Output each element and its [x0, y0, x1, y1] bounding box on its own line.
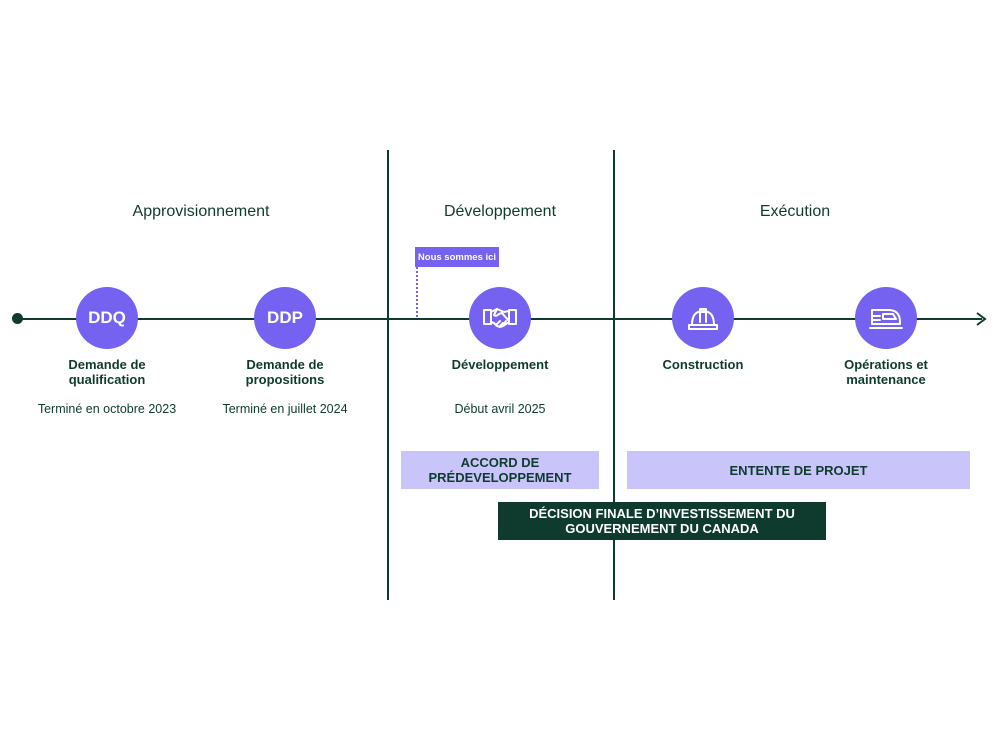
step-node-ddp: DDP — [254, 287, 316, 349]
step-node-construction — [672, 287, 734, 349]
phase-title-development: Développement — [443, 203, 557, 220]
band-text-line: GOUVERNEMENT DU CANADA — [565, 521, 759, 536]
step-node-operations — [855, 287, 917, 349]
band-text-line: DÉCISION FINALE D’INVESTISSEMENT DU — [529, 506, 795, 521]
train-icon — [869, 309, 903, 329]
step-title-line: Demande de — [246, 357, 324, 372]
step-title-qualification: Demande de qualification — [27, 357, 187, 387]
phase-title-execution: Exécution — [759, 203, 831, 220]
timeline-start-dot — [12, 313, 23, 324]
step-date-development: Début avril 2025 — [454, 402, 546, 416]
step-title-line: propositions — [245, 372, 325, 387]
step-title-construction: Construction — [623, 357, 783, 372]
band-text-line: PRÉDEVELOPPEMENT — [428, 470, 572, 485]
step-title-propositions: Demande de propositions — [205, 357, 365, 387]
step-title-line: Opérations et — [844, 357, 928, 372]
step-node-ddq: DDQ — [76, 287, 138, 349]
step-date-propositions: Terminé en juillet 2024 — [222, 402, 348, 416]
step-abbr: DDP — [267, 308, 303, 327]
phase-title-procurement: Approvisionnement — [132, 203, 270, 220]
phase-divider-1 — [387, 150, 389, 600]
step-date-qualification: Terminé en octobre 2023 — [37, 402, 177, 416]
step-title-line: qualification — [68, 372, 146, 387]
step-title-development: Développement — [420, 357, 580, 372]
arrow-right-icon — [976, 312, 987, 326]
step-title-line: Demande de — [68, 357, 146, 372]
band-text-line: ACCORD DE — [460, 455, 540, 470]
current-position-line — [416, 267, 418, 317]
pre-development-agreement-band: ACCORD DE PRÉDEVELOPPEMENT — [401, 451, 599, 489]
project-agreement-band: ENTENTE DE PROJET — [627, 451, 970, 489]
hard-hat-icon — [688, 308, 718, 330]
step-node-development — [469, 287, 531, 349]
band-text-line: ENTENTE DE PROJET — [729, 462, 868, 478]
step-title-line: Construction — [662, 357, 744, 372]
step-title-line: maintenance — [846, 372, 926, 387]
step-abbr: DDQ — [88, 308, 126, 327]
step-title-operations: Opérations et maintenance — [806, 357, 966, 387]
handshake-icon — [483, 308, 517, 328]
step-title-line: Développement — [451, 357, 549, 372]
phase-divider-2 — [613, 150, 615, 600]
current-position-tag: Nous sommes ici — [415, 247, 499, 267]
final-investment-decision-band: DÉCISION FINALE D’INVESTISSEMENT DU GOUV… — [498, 502, 826, 540]
